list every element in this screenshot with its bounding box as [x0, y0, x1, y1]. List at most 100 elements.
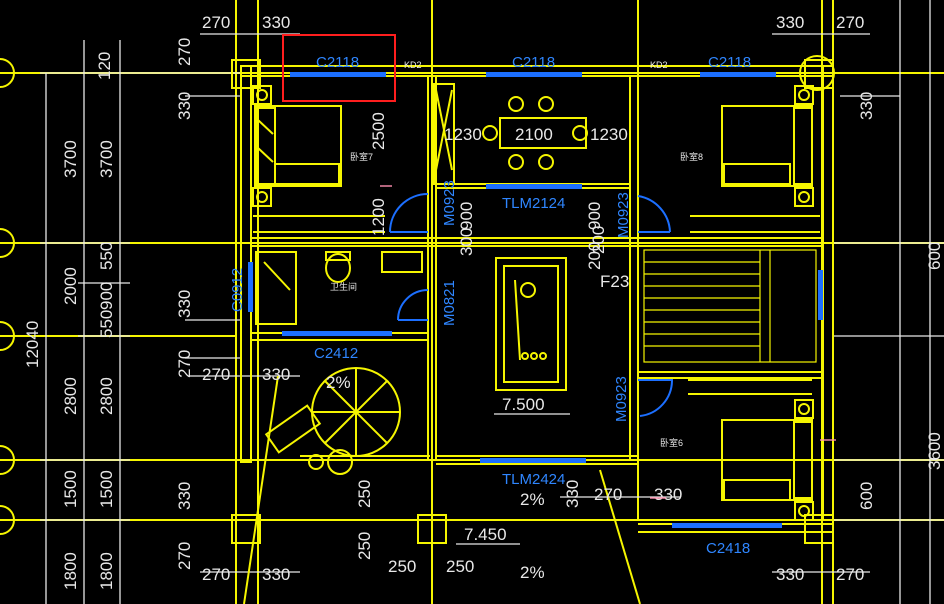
bed-right-bottom [688, 379, 814, 521]
right-dimension-chains [833, 0, 944, 604]
svg-text:330: 330 [857, 92, 876, 120]
marker-ticks [380, 185, 836, 499]
svg-text:550: 550 [97, 310, 116, 338]
label-kd2-left: KD2 [404, 60, 422, 70]
label-c2118-left: C2118 [316, 54, 359, 71]
window-stair[interactable] [818, 270, 823, 320]
svg-text:900: 900 [585, 202, 604, 230]
window-c2418[interactable] [672, 523, 782, 528]
svg-text:600: 600 [925, 242, 944, 270]
svg-text:330: 330 [776, 13, 804, 32]
window-c2118-left[interactable] [290, 72, 386, 77]
svg-text:1800: 1800 [97, 552, 116, 590]
svg-text:1500: 1500 [97, 470, 116, 508]
svg-text:270: 270 [175, 542, 194, 570]
svg-text:330: 330 [262, 13, 290, 32]
label-tlm2424: TLM2424 [502, 471, 565, 488]
svg-text:3700: 3700 [61, 140, 80, 178]
label-m0923-right: M0923 [615, 192, 632, 238]
room-bedroom-6: 卧室6 [660, 437, 683, 448]
svg-text:330: 330 [776, 565, 804, 584]
svg-text:2000: 2000 [61, 267, 80, 305]
svg-text:250: 250 [446, 557, 474, 576]
svg-text:3600: 3600 [925, 432, 944, 470]
slope-front: 2% [520, 490, 545, 509]
svg-text:330: 330 [175, 92, 194, 120]
stair-label: F23 [600, 272, 629, 291]
dimension-texts: 270 330 330 270 270 330 120 3700 2000 12… [23, 13, 944, 590]
svg-text:270: 270 [175, 350, 194, 378]
svg-text:12040: 12040 [23, 321, 42, 368]
svg-text:270: 270 [202, 565, 230, 584]
top-dimension-lines [190, 33, 870, 573]
svg-text:3700: 3700 [97, 140, 116, 178]
label-tlm2124: TLM2124 [502, 195, 565, 212]
door-m0923-left[interactable] [389, 193, 429, 233]
door-tlm2124[interactable] [486, 184, 582, 189]
svg-text:1200: 1200 [369, 198, 388, 236]
svg-text:600: 600 [857, 482, 876, 510]
label-c2118-right: C2118 [708, 54, 751, 71]
svg-text:270: 270 [836, 13, 864, 32]
bed-left [252, 85, 385, 233]
selection-highlight-c2118[interactable] [282, 34, 396, 102]
svg-text:120: 120 [95, 52, 114, 80]
svg-text:270: 270 [202, 365, 230, 384]
bed-right-top [690, 85, 820, 233]
level-terrace: 7.450 [464, 525, 507, 544]
door-m0923-lower[interactable] [638, 379, 674, 417]
svg-text:330: 330 [262, 565, 290, 584]
left-dimension-chains [40, 40, 240, 604]
label-m0821: M0821 [441, 280, 458, 326]
slope-terrace: 2% [326, 373, 351, 392]
svg-text:250: 250 [388, 557, 416, 576]
svg-text:900: 900 [97, 282, 116, 310]
svg-text:1230: 1230 [444, 125, 482, 144]
door-tlm2424[interactable] [480, 458, 586, 463]
window-c0912[interactable] [248, 262, 253, 312]
label-m0923-left: M0923 [441, 180, 458, 226]
svg-text:330: 330 [654, 485, 682, 504]
room-bedroom-7: 卧室7 [350, 151, 373, 162]
svg-text:2800: 2800 [97, 377, 116, 415]
label-c2118-mid: C2118 [512, 54, 555, 71]
svg-text:2800: 2800 [61, 377, 80, 415]
svg-text:1500: 1500 [61, 470, 80, 508]
svg-text:270: 270 [836, 565, 864, 584]
svg-text:200: 200 [585, 242, 604, 270]
svg-text:300: 300 [457, 228, 476, 256]
room-bedroom-8: 卧室8 [680, 151, 703, 162]
label-c2418: C2418 [706, 540, 750, 557]
window-c2118-mid[interactable] [486, 72, 582, 77]
terrace-umbrella [243, 367, 641, 604]
bathroom-fixtures [255, 251, 423, 325]
label-m0923-lower: M0923 [613, 376, 630, 422]
staircase [643, 249, 817, 363]
svg-text:330: 330 [262, 365, 290, 384]
svg-text:900: 900 [457, 202, 476, 230]
svg-text:330: 330 [175, 290, 194, 318]
svg-text:1230: 1230 [590, 125, 628, 144]
svg-text:330: 330 [175, 482, 194, 510]
svg-text:1800: 1800 [61, 552, 80, 590]
billiard-table [495, 257, 567, 391]
label-c0912: C0912 [229, 268, 246, 312]
level-hall: 7.500 [502, 395, 545, 414]
svg-text:200: 200 [589, 226, 608, 254]
dining-table [433, 83, 588, 185]
door-m0821[interactable] [397, 289, 429, 321]
svg-text:2500: 2500 [369, 112, 388, 150]
svg-text:550: 550 [97, 242, 116, 270]
axis-bubbles-left [0, 55, 835, 535]
svg-text:330: 330 [563, 480, 582, 508]
svg-text:250: 250 [355, 480, 374, 508]
svg-text:250: 250 [355, 532, 374, 560]
door-m0923-right[interactable] [637, 195, 671, 233]
label-kd2-right: KD2 [650, 60, 668, 70]
window-c2118-right[interactable] [700, 72, 776, 77]
room-toilet: 卫生间 [330, 281, 357, 292]
slope-bottom: 2% [520, 563, 545, 582]
window-c2412[interactable] [282, 331, 392, 336]
svg-text:270: 270 [175, 38, 194, 66]
